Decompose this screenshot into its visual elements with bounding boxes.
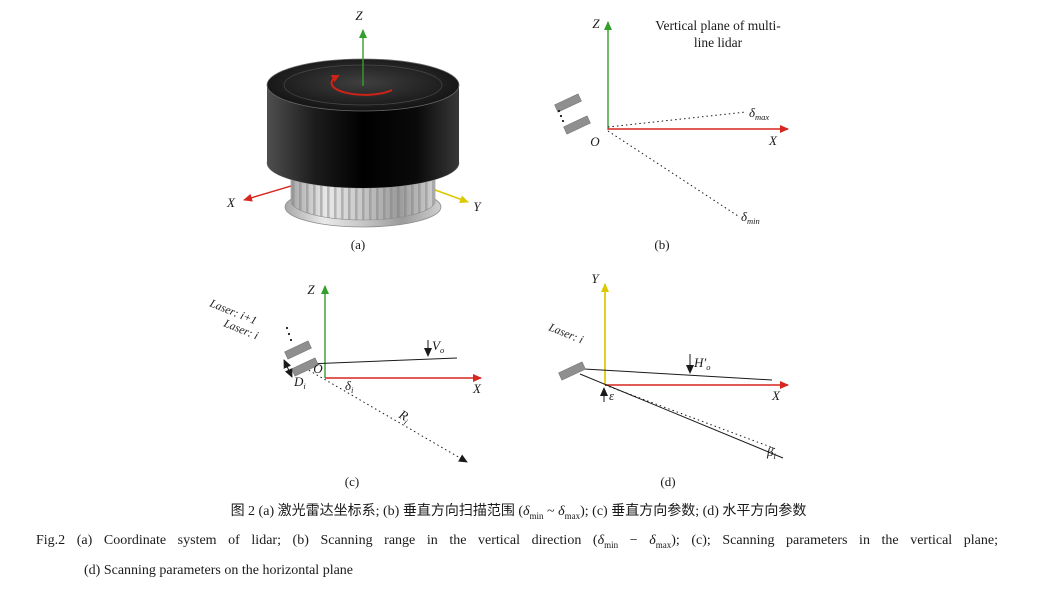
x-axis-label: X <box>472 381 482 396</box>
ellipsis-dot <box>557 109 561 113</box>
delta-symbol: δ <box>522 504 530 519</box>
caption-en-text: Fig.2 (a) Coordinate system of lidar; (b… <box>36 533 598 548</box>
panel-a-lidar-coordinate-system: Z X Y (a) <box>226 8 482 252</box>
caption-cn-text: 图 2 (a) 激光雷达坐标系; (b) 垂直方向扫描范围 ( <box>230 504 523 519</box>
range-label: Ri <box>395 406 414 427</box>
caption-chinese: 图 2 (a) 激光雷达坐标系; (b) 垂直方向扫描范围 (δmin ~ δm… <box>0 500 1037 521</box>
origin-label: O <box>590 134 600 149</box>
delta-min-label: δmin <box>741 209 760 226</box>
panel-d-horizontal-parameters: Laser: i Y X H′o ε βi (d) <box>546 271 789 489</box>
delta-subscript: max <box>564 510 581 521</box>
x-axis-label: X <box>768 133 778 148</box>
laser-spacing-label: Di <box>293 374 306 391</box>
delta-max-scan-boundary <box>607 111 747 128</box>
ellipsis-dot <box>285 326 289 330</box>
laser-emitter-stack <box>284 326 319 377</box>
caption-english-line1: Fig.2 (a) Coordinate system of lidar; (b… <box>36 533 998 550</box>
caption-en-text: − <box>618 533 650 548</box>
laser-emitter-stack <box>554 93 591 135</box>
panel-c-vertical-parameters: Laser: i+1 Laser: i Z X O Di Vo δi Ri (c… <box>207 282 482 489</box>
rotation-arrow-icon <box>330 75 393 96</box>
horizontal-offset-label: H′o <box>693 355 710 372</box>
y-axis-label: Y <box>473 199 482 214</box>
z-axis-label: Z <box>592 16 600 31</box>
y-axis-label: Y <box>591 271 600 286</box>
laser-emitter <box>554 93 582 113</box>
device-black-body <box>267 85 459 188</box>
panel-d-label: (d) <box>660 474 675 489</box>
panel-b-label: (b) <box>654 237 669 252</box>
laser-emitter <box>284 340 312 360</box>
panel-b-title-line1: Vertical plane of multi- <box>655 18 781 33</box>
epsilon-angle-label: ε <box>609 388 615 403</box>
caption-en-text: ); (c); Scanning parameters in the verti… <box>671 533 998 548</box>
laser-emitter <box>558 361 586 381</box>
caption-english-line2: (d) Scanning parameters on the horizonta… <box>84 563 354 578</box>
range-measurement-line <box>304 367 468 463</box>
vertical-offset-label: Vo <box>432 338 444 355</box>
laser-emitter <box>563 115 591 135</box>
reference-direction-line <box>604 384 777 450</box>
delta-subscript: min <box>529 510 544 521</box>
delta-min-scan-boundary <box>607 130 739 217</box>
panel-a-label: (a) <box>351 237 365 252</box>
ellipsis-dot <box>561 119 565 123</box>
panel-b-title-line2: line lidar <box>694 35 743 50</box>
origin-label: O <box>313 361 323 376</box>
vertical-angle-label: δi <box>345 378 354 395</box>
delta-subscript: max <box>655 539 672 550</box>
ellipsis-dot <box>287 332 291 336</box>
delta-symbol: δ <box>597 533 605 548</box>
x-axis-label: X <box>771 388 781 403</box>
z-axis-label: Z <box>307 282 315 297</box>
laser-spacing-dimension-arrow <box>283 359 293 378</box>
caption-cn-text: ); (c) 垂直方向参数; (d) 水平方向参数 <box>580 504 807 519</box>
delta-max-label: δmax <box>749 105 769 122</box>
delta-symbol: δ <box>649 533 656 548</box>
beta-angle-label: βi <box>766 444 776 461</box>
panel-b-vertical-scanning-range: Vertical plane of multi- line lidar Z X … <box>554 16 789 252</box>
lidar-device <box>243 58 469 228</box>
delta-subscript: min <box>604 539 619 550</box>
laser-beam-offset-line <box>583 368 773 381</box>
delta-symbol: δ <box>558 504 565 519</box>
laser-emitter <box>291 357 319 377</box>
ellipsis-dot <box>559 114 563 118</box>
panel-c-label: (c) <box>345 474 359 489</box>
z-axis-label: Z <box>355 8 363 23</box>
ellipsis-dot <box>289 338 293 342</box>
laser-beam-offset-line <box>306 357 458 365</box>
caption-cn-text: ~ <box>543 504 559 519</box>
x-axis-label: X <box>226 195 236 210</box>
laser-label: Laser: i <box>546 321 585 346</box>
